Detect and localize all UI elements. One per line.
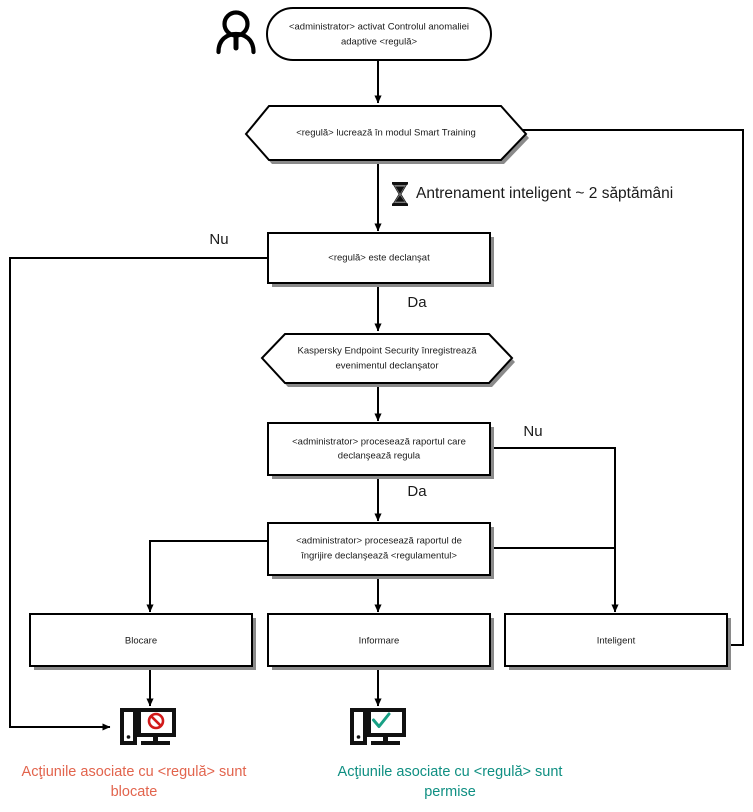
care-report-node-label-line1: <administrator> procesează raportul de (296, 536, 462, 547)
admin-report-node-label-line2: declanşează regula (338, 451, 421, 462)
branch-label-report-yes: Da (407, 483, 427, 500)
admin-processes-care-report-node[interactable]: <administrator> procesează raportul de î… (267, 522, 494, 579)
block-action-node[interactable]: Blocare (29, 613, 256, 670)
care-report-node-label-line2: îngrijire declanşează <regulamentul> (300, 551, 457, 562)
inform-action-node-label: Informare (359, 636, 400, 647)
training-note: Antrenament inteligent ~ 2 săptămâni (392, 182, 673, 206)
monitor-allowed-icon (350, 708, 406, 745)
block-action-node-label: Blocare (125, 636, 157, 647)
smart-action-node-label: Inteligent (597, 636, 636, 647)
branch-label-report-no: Nu (523, 423, 542, 440)
hourglass-icon (392, 182, 408, 206)
person-icon (216, 10, 256, 55)
kes-logs-event-node[interactable]: Kaspersky Endpoint Security înregistreaz… (260, 333, 515, 387)
branch-label-rule-no: Nu (209, 231, 228, 248)
kes-logs-node-label-line2: evenimentul declanşator (336, 361, 439, 372)
connector-layer (9, 60, 744, 731)
allowed-caption-line2: permise (424, 784, 476, 800)
smart-training-node-label: <regulă> lucrează în modul Smart Trainin… (296, 128, 476, 139)
smart-action-node[interactable]: Inteligent (504, 613, 731, 670)
allowed-caption-line1: Acţiunile asociate cu <regulă> sunt (338, 764, 563, 780)
blocked-outcome-caption: Acţiunile asociate cu <regulă> sunt bloc… (22, 764, 247, 800)
blocked-caption-line2: blocate (111, 784, 158, 800)
start-node-label-line2: adaptive <regulă> (341, 37, 418, 48)
start-node[interactable]: <administrator> activat Controlul anomal… (266, 7, 492, 61)
smart-training-node[interactable]: <regulă> lucrează în modul Smart Trainin… (244, 105, 529, 164)
monitor-blocked-icon (120, 708, 176, 745)
connector-smart-loop-back (511, 126, 744, 646)
admin-report-node-label-line1: <administrator> procesează raportul care (292, 437, 466, 448)
admin-processes-report-node[interactable]: <administrator> procesează raportul care… (267, 422, 494, 479)
inform-action-node[interactable]: Informare (267, 613, 494, 670)
start-node-label-line1: <administrator> activat Controlul anomal… (289, 22, 469, 33)
connector-admin-report-no (490, 447, 619, 613)
kes-logs-node-label-line1: Kaspersky Endpoint Security înregistreaz… (297, 346, 477, 357)
rule-triggered-node[interactable]: <regulă> este declanşat (267, 232, 494, 287)
connector-care-report-to-block (146, 540, 268, 613)
branch-label-rule-yes: Da (407, 294, 427, 311)
connector-rule-triggered-no (9, 257, 268, 731)
training-note-label: Antrenament inteligent ~ 2 săptămâni (416, 185, 673, 202)
rule-triggered-node-label: <regulă> este declanşat (328, 253, 430, 264)
blocked-caption-line1: Acţiunile asociate cu <regulă> sunt (22, 764, 247, 780)
allowed-outcome-caption: Acţiunile asociate cu <regulă> sunt perm… (338, 764, 563, 800)
